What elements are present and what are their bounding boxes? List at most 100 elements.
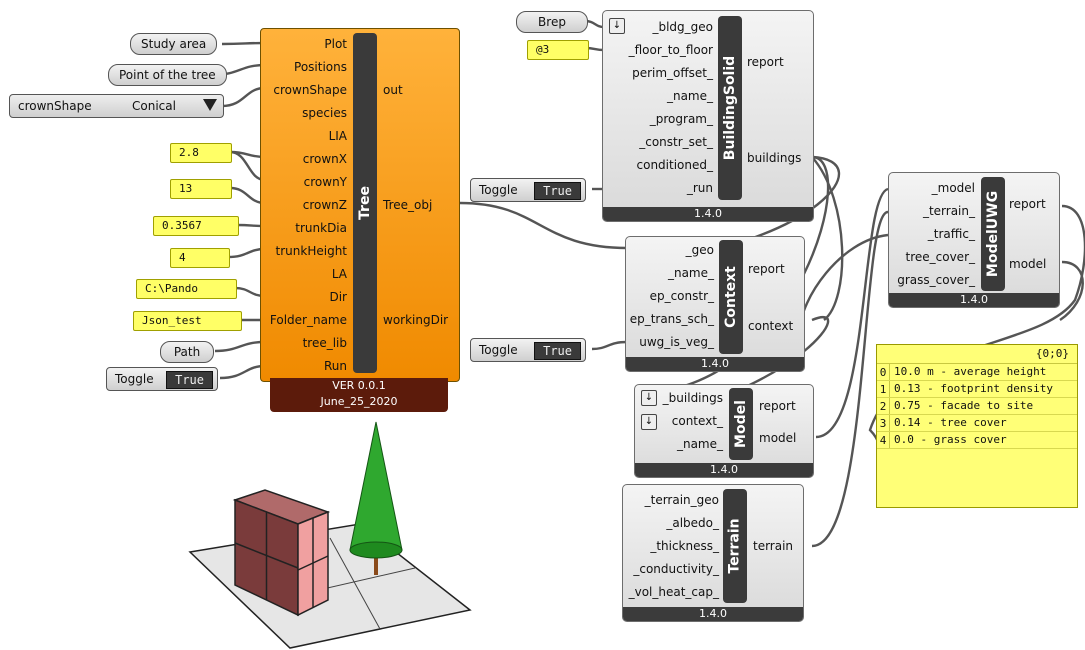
tree-date: June_25_2020: [320, 395, 398, 408]
uwg-input: _traffic_: [927, 227, 975, 241]
context-output: report: [748, 262, 785, 276]
path-param[interactable]: Path: [160, 341, 214, 363]
tree-component[interactable]: Plot Positions crownShape species LIA cr…: [260, 28, 460, 382]
bs-input: conditioned_: [636, 158, 713, 172]
folder-name-panel[interactable]: Json_test: [133, 311, 242, 331]
flatten-arrow-icon[interactable]: ↓: [609, 18, 625, 34]
model-version: 1.4.0: [635, 463, 813, 477]
floor-height-panel[interactable]: @3: [527, 40, 589, 60]
context-input: _geo: [685, 243, 714, 257]
tree-output: workingDir: [383, 313, 449, 327]
tree-cone: [349, 421, 403, 575]
context-output: context: [748, 319, 794, 333]
study-area-param[interactable]: Study area: [130, 33, 218, 55]
crown-shape-value-list[interactable]: crownShape Conical: [9, 94, 224, 118]
toggle-value[interactable]: True: [166, 371, 213, 389]
terrain-component[interactable]: _terrain_geo _albedo_ _thickness_ _condu…: [622, 484, 804, 622]
flatten-arrow-icon[interactable]: ↓: [641, 414, 657, 430]
model-uwg-component[interactable]: _model _terrain_ _traffic_ tree_cover_ g…: [888, 172, 1060, 308]
uwg-output: report: [1009, 197, 1046, 211]
uwg-input: tree_cover_: [905, 250, 976, 264]
model-uwg-version: 1.4.0: [889, 293, 1059, 307]
model-output: model: [759, 431, 797, 445]
flatten-arrow-icon[interactable]: ↓: [641, 390, 657, 406]
tree-input: Plot: [324, 37, 347, 51]
context-nickname: Context: [719, 240, 743, 354]
uwg-input: _model: [931, 181, 975, 195]
model-output: report: [759, 399, 796, 413]
bs-input: perim_offset_: [632, 66, 713, 80]
tree-input: crownShape: [273, 83, 347, 97]
brep-param[interactable]: Brep: [516, 11, 588, 33]
run-toggle[interactable]: Toggle True: [106, 367, 218, 391]
uwg-input: _terrain_: [922, 204, 975, 218]
tree-input: species: [302, 106, 347, 120]
trunkdia-panel[interactable]: 0.3567: [153, 216, 239, 236]
uwg-input: grass_cover_: [897, 273, 975, 287]
tree-input: LA: [331, 267, 347, 281]
terrain-input: _terrain_geo: [644, 493, 719, 507]
tree-input: Run: [323, 359, 347, 373]
terrain-input: _vol_heat_cap_: [628, 585, 719, 599]
terrain-input: _albedo_: [666, 516, 719, 530]
tree-input: trunkHeight: [275, 244, 347, 258]
tree-output: Tree_obj: [383, 198, 433, 212]
bs-input: _program_: [649, 112, 713, 126]
model-component[interactable]: ↓ ↓ _buildings context_ _name_ Model rep…: [634, 384, 814, 478]
veg-toggle[interactable]: Toggle True: [470, 338, 586, 362]
uwg-output: model: [1009, 257, 1047, 271]
tree-input: crownZ: [302, 198, 347, 212]
toggle-label: Toggle: [115, 372, 154, 386]
context-input: ep_constr_: [649, 289, 714, 303]
ground-plane: [188, 523, 472, 649]
context-input: _name_: [667, 266, 714, 280]
toggle-label: Toggle: [479, 183, 518, 197]
tree-input: Dir: [329, 290, 347, 304]
tree-input: tree_lib: [302, 336, 347, 350]
terrain-output: terrain: [753, 539, 794, 553]
toggle-value[interactable]: True: [534, 342, 581, 360]
tree-input: crownX: [302, 152, 347, 166]
trunkheight-panel[interactable]: 4: [170, 248, 230, 268]
panel-path-header: {0;0}: [877, 345, 1077, 364]
crownx-panel[interactable]: 2.8: [170, 143, 232, 163]
building-box: [232, 489, 331, 617]
dropdown-arrow-icon[interactable]: [203, 99, 217, 111]
tree-input: crownY: [303, 175, 347, 189]
tree-version: VER 0.0.1: [332, 379, 386, 392]
toggle-value[interactable]: True: [534, 182, 581, 200]
context-input: uwg_is_veg_: [639, 335, 714, 349]
crown-shape-label: crownShape: [18, 99, 92, 113]
bs-output: buildings: [747, 151, 802, 165]
bs-input: _name_: [666, 89, 713, 103]
crownz-panel[interactable]: 13: [170, 179, 232, 199]
bs-output: report: [747, 55, 784, 69]
terrain-input: _conductivity_: [633, 562, 719, 576]
dir-panel[interactable]: C:\Pando: [136, 279, 237, 299]
model-input: _name_: [676, 437, 723, 451]
toggle-label: Toggle: [479, 343, 518, 357]
building-solid-component[interactable]: ↓ _bldg_geo _floor_to_floor perim_offset…: [602, 10, 814, 222]
tree-input: trunkDia: [295, 221, 347, 235]
building-toggle[interactable]: Toggle True: [470, 178, 586, 202]
context-input: ep_trans_sch_: [629, 312, 714, 326]
point-of-tree-param[interactable]: Point of the tree: [108, 64, 227, 86]
tree-footer: VER 0.0.1 June_25_2020: [270, 378, 448, 412]
context-component[interactable]: _geo _name_ ep_constr_ ep_trans_sch_ uwg…: [625, 236, 805, 372]
viewport-preview: [188, 421, 472, 649]
terrain-version: 1.4.0: [623, 607, 803, 621]
tree-input: Positions: [294, 60, 347, 74]
tree-output: out: [383, 83, 403, 97]
model-nickname: Model: [729, 388, 753, 460]
tree-input: LIA: [328, 129, 347, 143]
model-uwg-nickname: ModelUWG: [981, 177, 1005, 291]
building-solid-nickname: BuildingSolid: [718, 16, 742, 200]
crown-shape-value: Conical: [132, 99, 176, 113]
bs-input: _run: [686, 181, 713, 195]
